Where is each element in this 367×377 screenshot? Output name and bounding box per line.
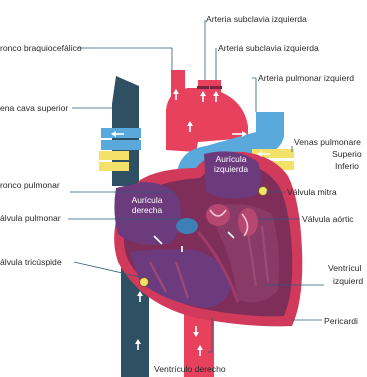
label-valvula-pulmonar: álvula pulmonar (0, 213, 61, 223)
brachiocephalic-trunk (171, 70, 185, 110)
label-vena-cava-superior: ena cava superior (0, 103, 68, 113)
label-tronco-pulmonar: ronco pulmonar (0, 180, 60, 190)
label-arteria-pulmonar-izq: Arteria pulmonar izquierd (258, 73, 354, 83)
label-ventriculo-derecho: Ventrículo derecho (154, 364, 226, 374)
right-pulmonary-artery-2 (101, 140, 141, 150)
pulmonary-vein-left-1 (99, 151, 129, 160)
label-auricula-derecha: Aurícula derecha (124, 196, 170, 215)
label-ventriculo-izq-1: Ventrícul (328, 263, 361, 273)
label-arteria-subclavia-1: Arteria subclavia izquierda (206, 14, 307, 24)
label-ventriculo-izq-2: izquierd (333, 276, 363, 286)
pulmonary-vein-left-2 (99, 162, 129, 171)
label-auricula-izquierda: Aurícula izquierda (208, 155, 254, 174)
label-venas-pulmonares: Venas pulmonare (294, 137, 361, 147)
pulmonary-valve (176, 218, 198, 234)
label-valvula-aortica: Válvula aórtic (302, 214, 354, 224)
label-superior: Superio (332, 149, 362, 159)
mitral-valve-marker (259, 187, 268, 196)
tricuspid-valve-marker (140, 278, 149, 287)
aortic-valve (206, 204, 230, 226)
label-valvula-mitral: Válvula mitra (287, 187, 337, 197)
label-pericardio: Pericardi (324, 316, 358, 326)
right-pulmonary-artery-1 (101, 128, 141, 138)
label-inferior: Inferio (335, 161, 359, 171)
label-valvula-tricuspide: álvula tricúspide (0, 257, 62, 267)
mitral-valve (238, 208, 258, 236)
label-arteria-subclavia-2: Arteria subclavia izquierda (218, 43, 319, 53)
label-tronco-braquiocefalico: ronco braquiocefálico (0, 43, 82, 53)
